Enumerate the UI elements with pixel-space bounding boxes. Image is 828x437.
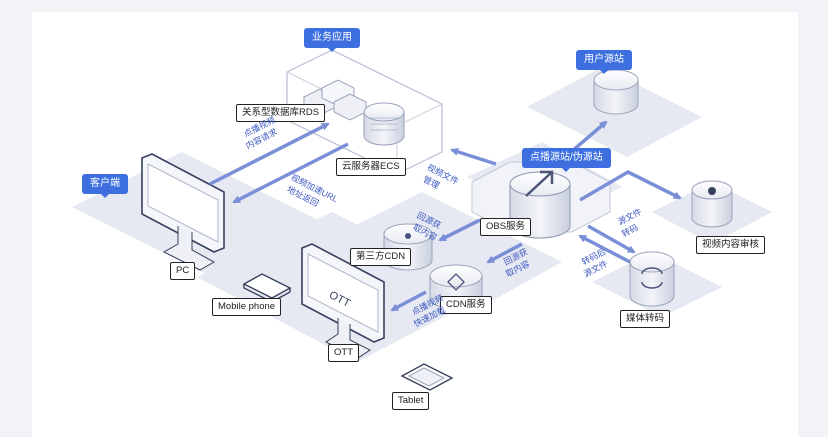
node-label-moderation: 视频内容审核 xyxy=(696,236,766,254)
zone-label-business-apps: 业务应用 xyxy=(304,28,360,52)
zone-label-client: 客户端 xyxy=(82,174,128,198)
arrow-request xyxy=(209,122,330,186)
user-origin-server-icon xyxy=(593,69,639,115)
architecture-diagram: 业务应用 用户源站 客户端 点播源站/伪源站 关系型数据库RDS 云服务器ECS… xyxy=(32,12,798,437)
node-label-obs: OBS服务 xyxy=(480,218,532,236)
node-label-mobile: Mobile phone xyxy=(212,298,282,316)
moderation-icon xyxy=(691,180,733,228)
node-label-rds: 关系型数据库RDS xyxy=(236,104,326,122)
node-label-transcode: 媒体转码 xyxy=(620,310,671,328)
node-label-cdn: CDN服务 xyxy=(440,296,492,314)
arrow-to-transcode xyxy=(587,224,636,254)
zone-label-user-origin: 用户源站 xyxy=(576,50,632,74)
arrow-file-manage xyxy=(450,148,497,166)
node-label-ecs: 云服务器ECS xyxy=(336,158,406,176)
arrow-origin-cdn xyxy=(486,242,523,264)
node-label-tablet: Tablet xyxy=(392,392,430,410)
arrow-transcode-back xyxy=(578,234,631,264)
zone-label-vod-origin: 点播源站/伪源站 xyxy=(522,148,611,172)
arrow-url-return xyxy=(232,142,349,204)
cdn-zone xyxy=(332,192,562,312)
ecs-icon xyxy=(363,102,405,146)
ott-monitor-icon xyxy=(301,243,385,359)
pc-monitor-icon xyxy=(141,153,225,271)
node-label-third-party-cdn: 第三方CDN xyxy=(350,248,412,266)
node-label-ott: OTT xyxy=(328,344,359,362)
arrow-cdn-ott xyxy=(390,290,427,312)
node-label-pc: PC xyxy=(170,262,196,280)
arrow-origin-third-cdn xyxy=(438,218,481,242)
tablet-icon xyxy=(400,363,454,391)
diagram-graphics xyxy=(72,49,772,391)
transcode-icon xyxy=(629,251,675,307)
arrow-to-moderation xyxy=(579,170,682,202)
